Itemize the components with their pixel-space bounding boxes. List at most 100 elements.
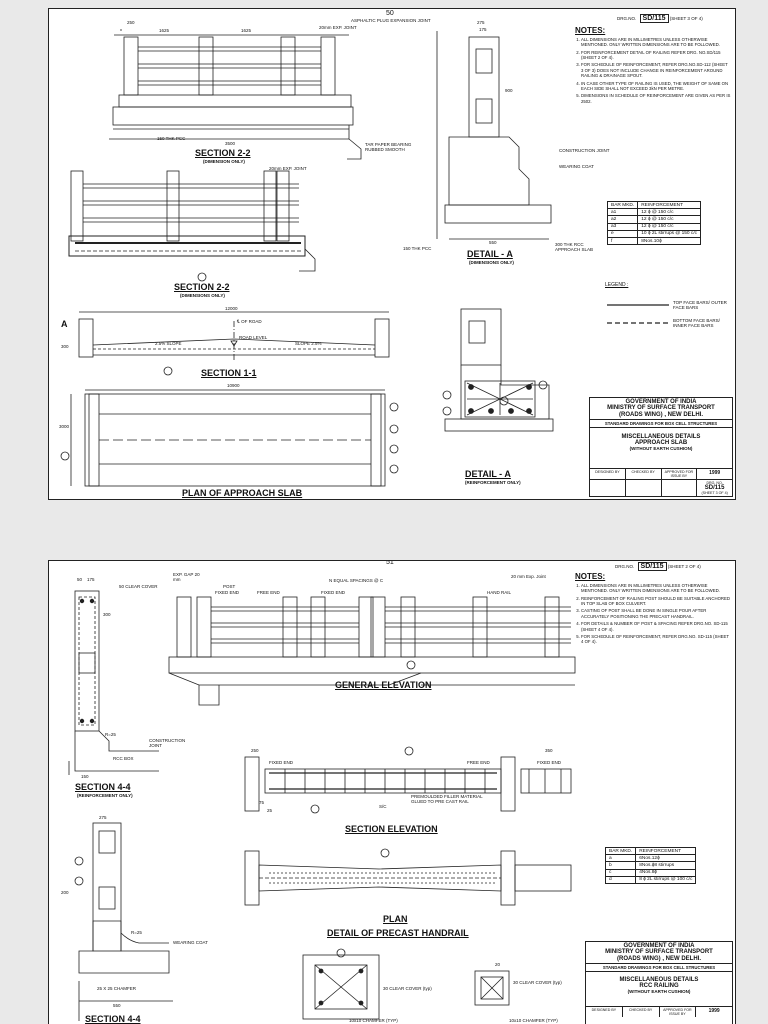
- title-line: APPROACH SLAB: [634, 440, 688, 447]
- rcc-box-label: RCC BOX: [113, 756, 134, 761]
- bar-mark: a3: [606, 222, 639, 231]
- column-header: REINFORCEMENT: [635, 846, 697, 856]
- note-item: FOR SCHEDULE OF REINFORCEMENT, REFER DRG…: [581, 634, 731, 645]
- chamfer-typ-label: 10x10 CHAMFER (TYP): [349, 1018, 398, 1023]
- notes-list: ALL DIMENSIONS ARE IN MILLIMETRES UNLESS…: [569, 583, 731, 647]
- dimension-label: 20: [495, 962, 501, 967]
- table-header-row: BAR MKD. REINFORCEMENT: [604, 846, 697, 856]
- detail-a-subtitle: (DIMENSIONS ONLY): [469, 260, 514, 265]
- section-2-2-title-2: SECTION 2-2: [174, 282, 230, 292]
- bar-mark: a1: [606, 208, 639, 217]
- wearing-coat-label: WEARING COAT: [173, 940, 208, 945]
- free-end-label: FREE END: [467, 760, 490, 765]
- plan-title: PLAN: [383, 914, 408, 924]
- org-line: MINISTRY OF SURFACE TRANSPORT: [607, 405, 715, 412]
- dimension-label: 12000: [225, 306, 238, 311]
- drg-sheet: (SHEET 3 OF 4): [701, 490, 728, 495]
- notes-title: NOTES:: [575, 572, 606, 581]
- section-2-2-dimension-drawing: [109, 29, 362, 160]
- drawing-number-row: DRG. NO. SD/115 (SHEET 3 OF 4): [590, 478, 732, 496]
- bar-reinforcement: 12 ɸ @ 150 c/c: [637, 222, 702, 231]
- chamfer-label: 25 X 25 CHAMFER: [97, 986, 137, 991]
- title-block-org: GOVERNMENT OF INDIA MINISTRY OF SURFACE …: [586, 942, 732, 964]
- column-header: BAR MKD.: [604, 846, 637, 856]
- r25-label: R=25: [131, 930, 142, 935]
- drawing-number-header: DRG.NO. SD/115 (SHEET 3 OF 4): [617, 14, 703, 23]
- title-line: RCC RAILING: [639, 983, 679, 990]
- notes-list: ALL DIMENSIONS ARE IN MILLIMETRES UNLESS…: [569, 37, 731, 106]
- drg-number: SD/115: [637, 562, 667, 571]
- designed-by: DESIGNED BY: [590, 468, 626, 479]
- fixed-end-label: FIXED END: [215, 590, 240, 595]
- approach-slab-drawings: [60, 29, 669, 487]
- bar-mark: a2: [606, 215, 639, 224]
- section-1-1-drawing: [78, 311, 390, 376]
- dimension-label: 175: [87, 577, 95, 582]
- drg-label: DRG.NO.: [617, 16, 637, 21]
- general-elevation-drawing: [168, 596, 576, 706]
- standard-drawings-label: STANDARD DRAWINGS FOR BOX CELL STRUCTURE…: [586, 964, 732, 972]
- dimension-label: 175: [479, 27, 487, 32]
- dimension-label: 25: [267, 808, 273, 813]
- precast-handrail-detail-drawing: [302, 948, 510, 1020]
- fixed-end-label: FIXED END: [537, 760, 562, 765]
- bar-reinforcement: 12 ɸ @ 150 c/c: [637, 215, 702, 224]
- dimension-label: 200: [61, 890, 69, 895]
- sheet-label: (SHEET 2 OF 4): [667, 564, 701, 569]
- bar-mark: e: [606, 229, 639, 238]
- construction-joint-label: CONSTRUCTION JOINT: [559, 148, 610, 153]
- precast-handrail-title: DETAIL OF PRECAST HANDRAIL: [327, 928, 469, 938]
- bar-mark: c: [604, 868, 637, 877]
- page-number: 50: [386, 10, 394, 17]
- section-4-4-title-2: SECTION 4-4: [85, 1014, 141, 1024]
- section-2-2-reinforcement-drawing: [68, 170, 316, 282]
- drg-label: DRG.NO.: [615, 564, 635, 569]
- detail-a-title-2: DETAIL - A: [465, 469, 511, 479]
- dimension-label: 550: [489, 240, 497, 245]
- column-header: REINFORCEMENT: [637, 200, 702, 210]
- clear-cover-label: 50 CLEAR COVER: [119, 584, 158, 589]
- section-2-2-title: SECTION 2-2: [195, 148, 251, 158]
- note-item: FOR SCHEDULE OF REINFORCEMENT, REFER DRG…: [581, 62, 731, 78]
- drawing-title: MISCELLANEOUS DETAILS RCC RAILING (WITHO…: [586, 972, 732, 1007]
- exp-joint-label: 20mm EXP. JOINT: [319, 25, 357, 30]
- designed-by: DESIGNED BY: [586, 1006, 623, 1017]
- blank-cell: [662, 479, 698, 496]
- section-4-4-dimension-drawing: [74, 822, 173, 1021]
- title-block-org: GOVERNMENT OF INDIA MINISTRY OF SURFACE …: [590, 398, 732, 420]
- wearing-coat-label: WEARING COAT: [559, 164, 594, 169]
- dimension-label: 50: [77, 577, 83, 582]
- post-label: POST: [223, 584, 236, 589]
- dimension-label: 250: [127, 20, 135, 25]
- section-2-2-subtitle-2: (DIMENSIONS ONLY): [180, 293, 225, 298]
- rcc-railing-drawings: [68, 590, 576, 1021]
- drawing-number-header: DRG.NO. SD/115 (SHEET 2 OF 4): [615, 562, 701, 571]
- construction-joint-label: CONSTRUCTION JOINT: [149, 738, 186, 748]
- org-line: GOVERNMENT OF INDIA: [623, 943, 695, 949]
- hand-rail-label: HAND RAIL: [487, 590, 512, 595]
- note-item: DIMENSIONS IN SCHEDULE OF REINFORCEMENT …: [581, 93, 731, 104]
- approved-by: APPROVED FOR ISSUE BY: [662, 468, 698, 479]
- note-item: ALL DIMENSIONS ARE IN MILLIMETRES UNLESS…: [581, 583, 731, 594]
- dimension-label: 550: [113, 1003, 121, 1008]
- detail-a-reinforcement-drawing: [442, 308, 554, 432]
- org-line: GOVERNMENT OF INDIA: [625, 399, 697, 405]
- equal-spacing-label: N EQUAL SPACINGS @ C: [329, 578, 384, 583]
- drawing-sheet-rcc-railing: 51: [48, 560, 736, 1024]
- expansion-joint-label: ASPHALTIC PLUG EXPANSION JOINT: [351, 18, 431, 23]
- title-line: (WITHOUT EARTH CUSHION): [627, 989, 691, 995]
- bar-reinforcement: 8 ɸ 2L stirrups @ 100 c/c: [635, 875, 697, 884]
- standard-drawings-label: STANDARD DRAWINGS FOR BOX CELL STRUCTURE…: [590, 420, 732, 428]
- year: 1999: [708, 1007, 720, 1014]
- section-4-4-reinforcement-drawing: [68, 590, 159, 775]
- plan-title: PLAN OF APPROACH SLAB: [182, 488, 303, 498]
- fixed-end-label: FIXED END: [269, 760, 294, 765]
- sc-label: S/C: [379, 804, 387, 809]
- fixed-end-label: FIXED END: [321, 590, 346, 595]
- plan-of-approach-slab-drawing: [60, 389, 399, 487]
- section-marker-a: A: [61, 319, 68, 329]
- note-item: FOR REINFORCEMENT DETAIL OF RAILING REFE…: [581, 50, 731, 61]
